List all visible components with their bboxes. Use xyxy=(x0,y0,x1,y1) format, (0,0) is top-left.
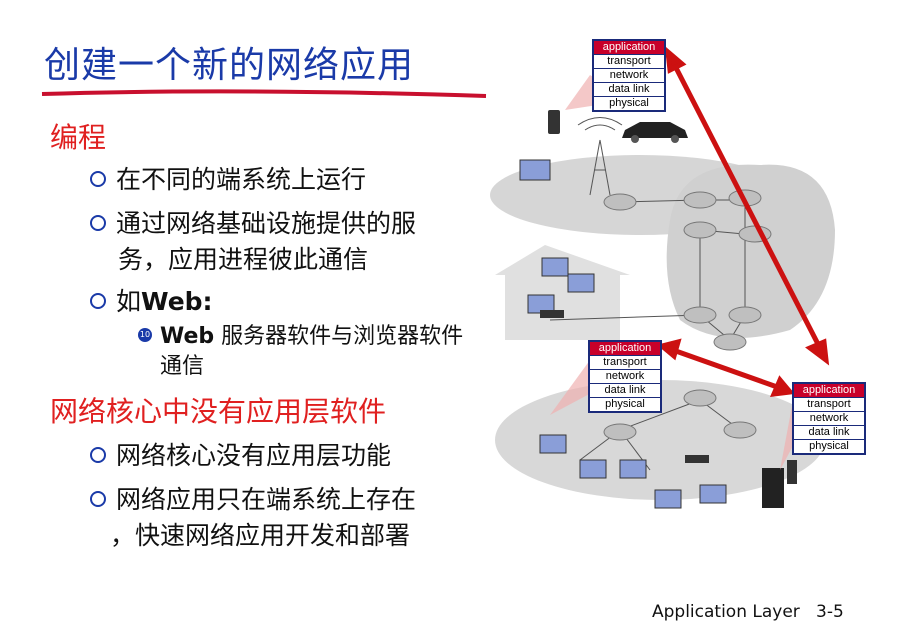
router-icon xyxy=(728,306,762,324)
section-heading-programming: 编程 xyxy=(50,121,107,154)
bullet-item: 通过网络基础设施提供的服 务，应用进程彼此通信 xyxy=(90,206,416,278)
router-icon xyxy=(603,423,637,441)
bullet-item: 如Web: xyxy=(90,284,213,320)
cell-tower-icon xyxy=(577,117,623,196)
laptop-icon xyxy=(539,434,567,454)
bullet-icon xyxy=(90,215,106,231)
footer-label: Application Layer xyxy=(652,602,800,622)
bullet-item: 网络应用只在端系统上存在 ，快速网络应用开发和部署 xyxy=(90,482,416,554)
router-icon xyxy=(683,306,717,324)
network-diagram xyxy=(490,45,835,509)
bullet-icon xyxy=(90,491,106,507)
laptop-icon xyxy=(567,273,595,293)
server-icon xyxy=(762,468,784,508)
router-icon xyxy=(723,421,757,439)
arrow-head xyxy=(664,45,687,74)
title-underline xyxy=(41,89,487,98)
laptop-icon xyxy=(699,484,727,504)
router-icon xyxy=(683,191,717,209)
wireless-router-icon xyxy=(685,455,709,463)
router-icon xyxy=(683,221,717,239)
arrow-head xyxy=(769,375,795,398)
enterprise-cloud xyxy=(495,380,825,500)
sub-bullet-icon: 10 xyxy=(138,328,152,342)
phone-icon xyxy=(548,110,560,134)
server-icon xyxy=(787,460,797,484)
communication-arrows xyxy=(656,45,830,398)
laptop-icon xyxy=(654,489,682,509)
laptop-icon xyxy=(619,459,647,479)
laptop-icon xyxy=(541,257,569,277)
bullet-icon xyxy=(90,171,106,187)
router-icon xyxy=(603,193,637,211)
laptop-icons xyxy=(519,159,727,509)
section-heading-core: 网络核心中没有应用层软件 xyxy=(50,395,387,428)
laptop-icon xyxy=(519,159,551,181)
bullet-item: 在不同的端系统上运行 xyxy=(90,162,366,198)
arrow-head xyxy=(656,338,682,361)
wireless-router-icon xyxy=(540,310,564,318)
laptop-icon xyxy=(579,459,607,479)
bullet-icon xyxy=(90,447,106,463)
arrow-head xyxy=(805,338,830,366)
bullet-icon xyxy=(90,293,106,309)
page-number: 3-5 xyxy=(816,602,844,622)
router-icon xyxy=(683,389,717,407)
bullet-item: 网络核心没有应用层功能 xyxy=(90,438,391,474)
router-icons xyxy=(603,189,772,441)
home-network-shape xyxy=(495,245,630,340)
router-icon xyxy=(713,333,747,351)
page-title: 创建一个新的网络应用 xyxy=(44,45,415,86)
car-icon xyxy=(622,122,688,143)
